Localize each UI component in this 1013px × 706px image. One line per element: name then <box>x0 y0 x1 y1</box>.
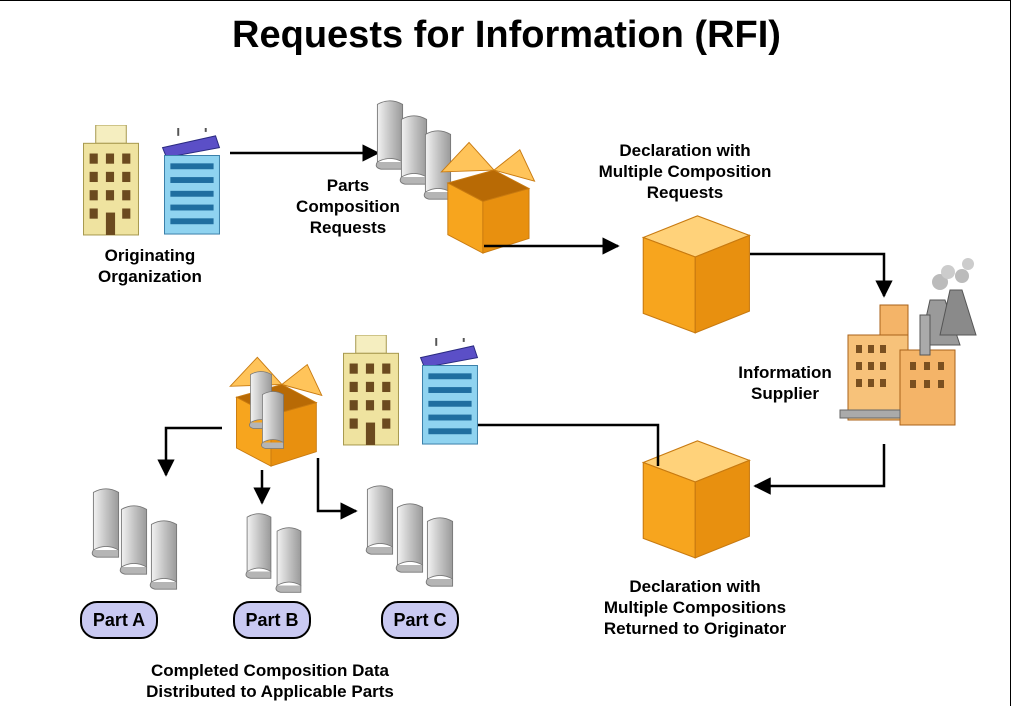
label-line: Requests <box>309 218 387 237</box>
diagram-title: Requests for Information (RFI) <box>232 14 781 56</box>
originating-office-icon <box>161 128 221 236</box>
part-c-badge: Part C <box>381 601 459 639</box>
declaration-box-icon <box>642 215 750 334</box>
part-b-badge: Part B <box>233 601 311 639</box>
declaration-requests-label: Declaration with Multiple Composition Re… <box>565 140 805 203</box>
label-line: Composition <box>296 197 400 216</box>
label-line: Declaration with <box>619 141 751 160</box>
part-a-badge: Part A <box>80 601 158 639</box>
label-line: Distributed to Applicable Parts <box>146 682 394 701</box>
label-line: Multiple Compositions <box>603 598 787 617</box>
label-line: Organization <box>98 267 202 286</box>
originating-building-icon <box>82 125 140 236</box>
label-line: Information <box>738 363 832 382</box>
information-supplier-label: Information Supplier <box>720 362 850 404</box>
label-line: Returned to Originator <box>603 619 787 638</box>
open-box-icon <box>440 141 536 254</box>
label-line: Declaration with <box>629 577 761 596</box>
declaration-returned-label: Declaration with Multiple Compositions R… <box>565 576 825 639</box>
label-line: Originating <box>104 246 196 265</box>
lower-building-icon <box>342 335 400 446</box>
label-line: Supplier <box>750 384 819 403</box>
parts-composition-requests-label: Parts Composition Requests <box>278 175 418 238</box>
lower-office-icon <box>419 338 479 446</box>
originating-organization-label: Originating Organization <box>70 245 230 287</box>
label-line: Completed Composition Data <box>150 661 389 680</box>
label-line: Parts <box>326 176 370 195</box>
completed-composition-label: Completed Composition Data Distributed t… <box>110 660 430 702</box>
label-line: Multiple Composition <box>598 162 772 181</box>
factory-icon <box>839 258 977 426</box>
label-line: Requests <box>646 183 724 202</box>
